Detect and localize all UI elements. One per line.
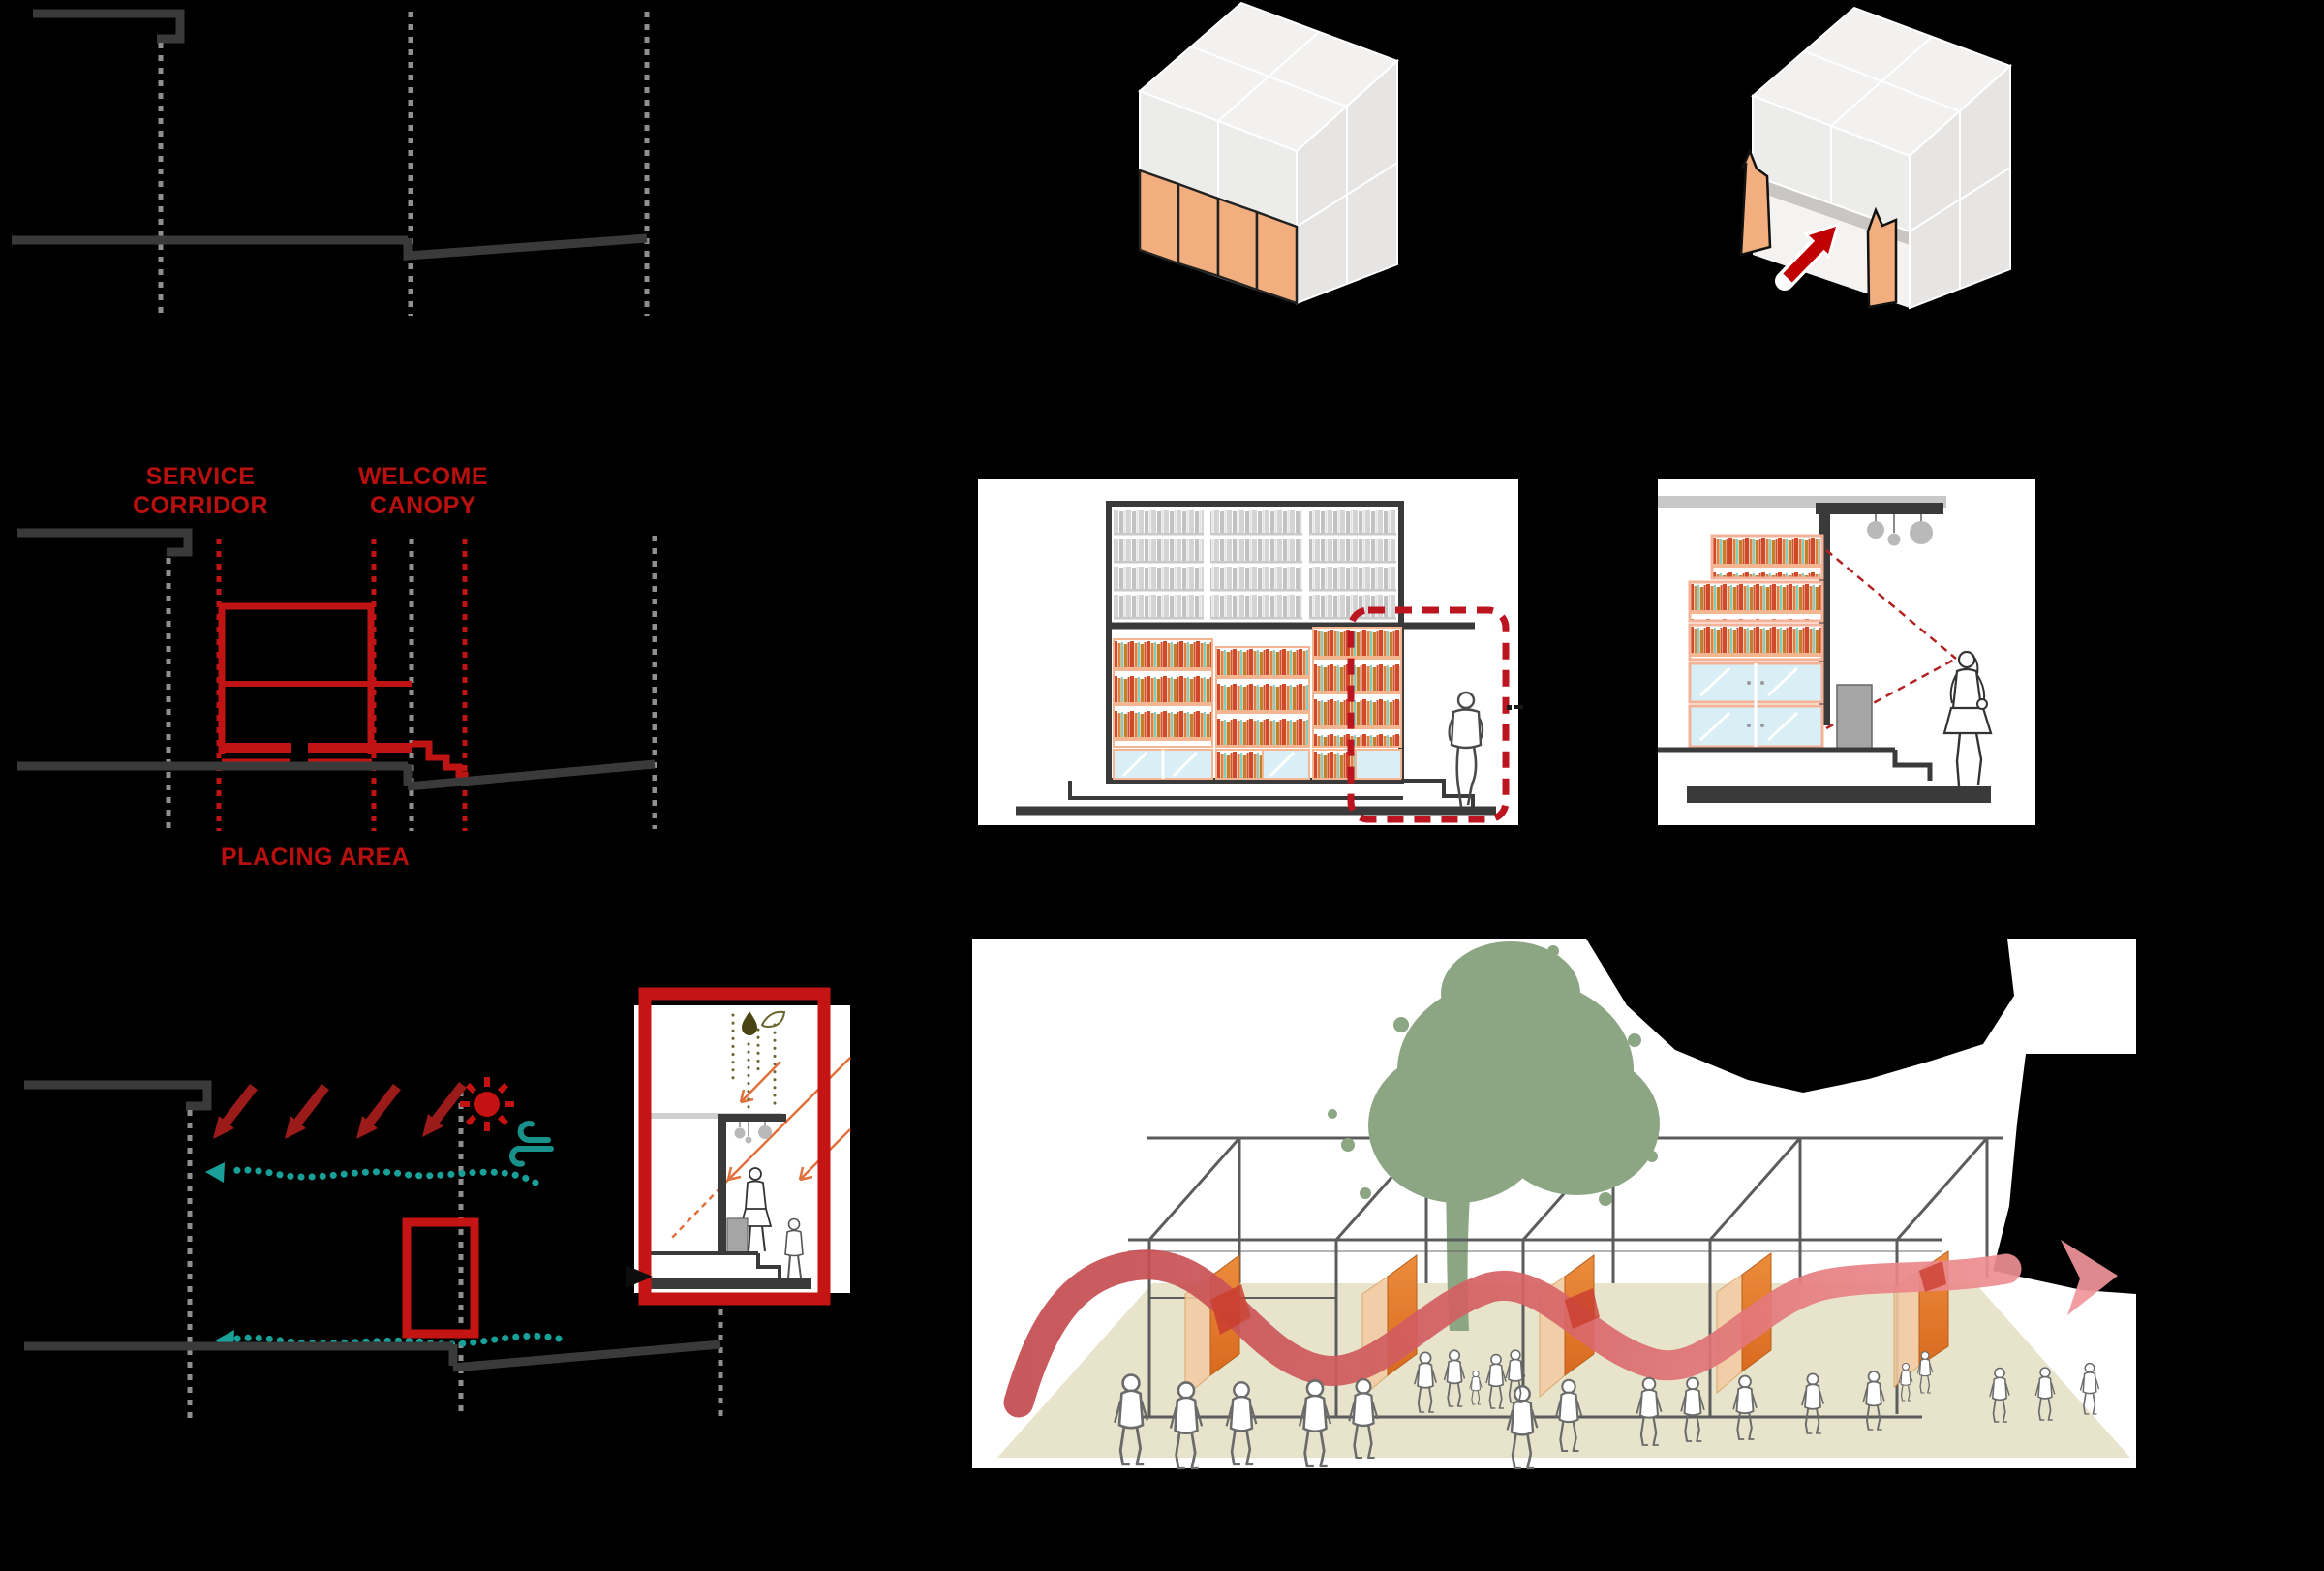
door-highlight-rect <box>402 1217 479 1339</box>
closed-orange-panels <box>1138 169 1299 305</box>
street-section-diagram-top <box>12 9 650 316</box>
climate-section-diagram <box>24 1077 723 1418</box>
street-bar <box>649 1278 811 1289</box>
upper-gray-books <box>1114 509 1396 623</box>
section-wall <box>718 1122 726 1253</box>
roof-parapet-line <box>24 1080 212 1111</box>
woman-sketch <box>1942 650 1993 786</box>
shelf-elevation-panel <box>978 479 1523 825</box>
detail-red-border <box>638 987 831 1306</box>
annotated-section-diagram: SERVICE CORRIDOR WELCOME CANOPY PLACING … <box>17 463 657 871</box>
roof-parapet-line <box>17 528 193 557</box>
canopy-beam <box>718 1114 786 1122</box>
leader-dot <box>1507 705 1512 710</box>
rain-dotted-lines <box>731 1013 777 1111</box>
cube-right-grid <box>1296 107 1398 284</box>
sun-icon <box>460 1077 514 1131</box>
pendant-lamps <box>734 1122 772 1144</box>
threshold-detail-panel <box>626 987 851 1306</box>
interior-view-panel <box>1658 479 2035 825</box>
interior-bookshelf <box>1688 534 1824 749</box>
entry-steps <box>1401 779 1475 808</box>
kiosk-box <box>726 1217 749 1254</box>
leader-dash <box>1514 705 1523 709</box>
roof-parapet-line <box>33 9 185 44</box>
ground-line <box>17 759 656 791</box>
view-cone-lines <box>1825 549 1957 730</box>
ground-slope-line <box>403 233 648 261</box>
street-tree <box>1328 941 1660 1331</box>
massing-cube-open <box>1739 6 2012 310</box>
service-corridor-label-line1: SERVICE <box>146 463 256 490</box>
plinth-line <box>1068 781 1403 800</box>
cube-top-grid <box>1803 36 1961 127</box>
man-sketch <box>784 1217 804 1279</box>
placing-area-outline <box>218 602 469 781</box>
canopy-beam <box>1816 503 1943 514</box>
zoom-leader-arrow-icon <box>626 1265 653 1288</box>
pavilion-perspective-panel <box>972 939 2136 1470</box>
opened-door-panels <box>1739 147 1898 309</box>
welcome-canopy-label-line1: WELCOME <box>358 463 488 490</box>
orange-bookshelves <box>1113 627 1402 780</box>
mask-cutout-right <box>1993 1054 2136 1294</box>
cube-top-grid <box>1190 31 1348 122</box>
placing-area-label: PLACING AREA <box>221 844 410 871</box>
wind-flow-arrow-upper <box>205 1162 539 1186</box>
street-bar <box>1687 786 1991 803</box>
pedestrian-sketch <box>1448 691 1484 808</box>
sun-ray-arrows <box>213 1081 467 1139</box>
massing-cube-closed <box>1138 1 1399 305</box>
open-door-arrow-icon <box>1775 223 1840 291</box>
mask-cutout-upper <box>1586 939 2014 1093</box>
floor-steps-line <box>1658 747 1933 781</box>
flow-arrow-icon <box>1003 1240 2118 1418</box>
pendant-lamps <box>1867 514 1933 546</box>
leaf-icon <box>760 1010 786 1029</box>
floor-steps-line <box>649 1251 781 1279</box>
section-wall <box>1819 503 1830 725</box>
ground-line <box>24 1340 721 1372</box>
water-drop-icon <box>742 1011 757 1035</box>
cube-right-grid <box>1909 111 2011 289</box>
red-steps-line <box>412 740 469 781</box>
ceiling-slab <box>649 1113 782 1119</box>
kiosk-box <box>1836 684 1873 750</box>
wind-icon <box>509 1121 554 1167</box>
service-corridor-label-line2: CORRIDOR <box>133 492 268 519</box>
welcome-canopy-label-line2: CANOPY <box>370 492 476 519</box>
focus-dashed-outline <box>1347 606 1510 823</box>
